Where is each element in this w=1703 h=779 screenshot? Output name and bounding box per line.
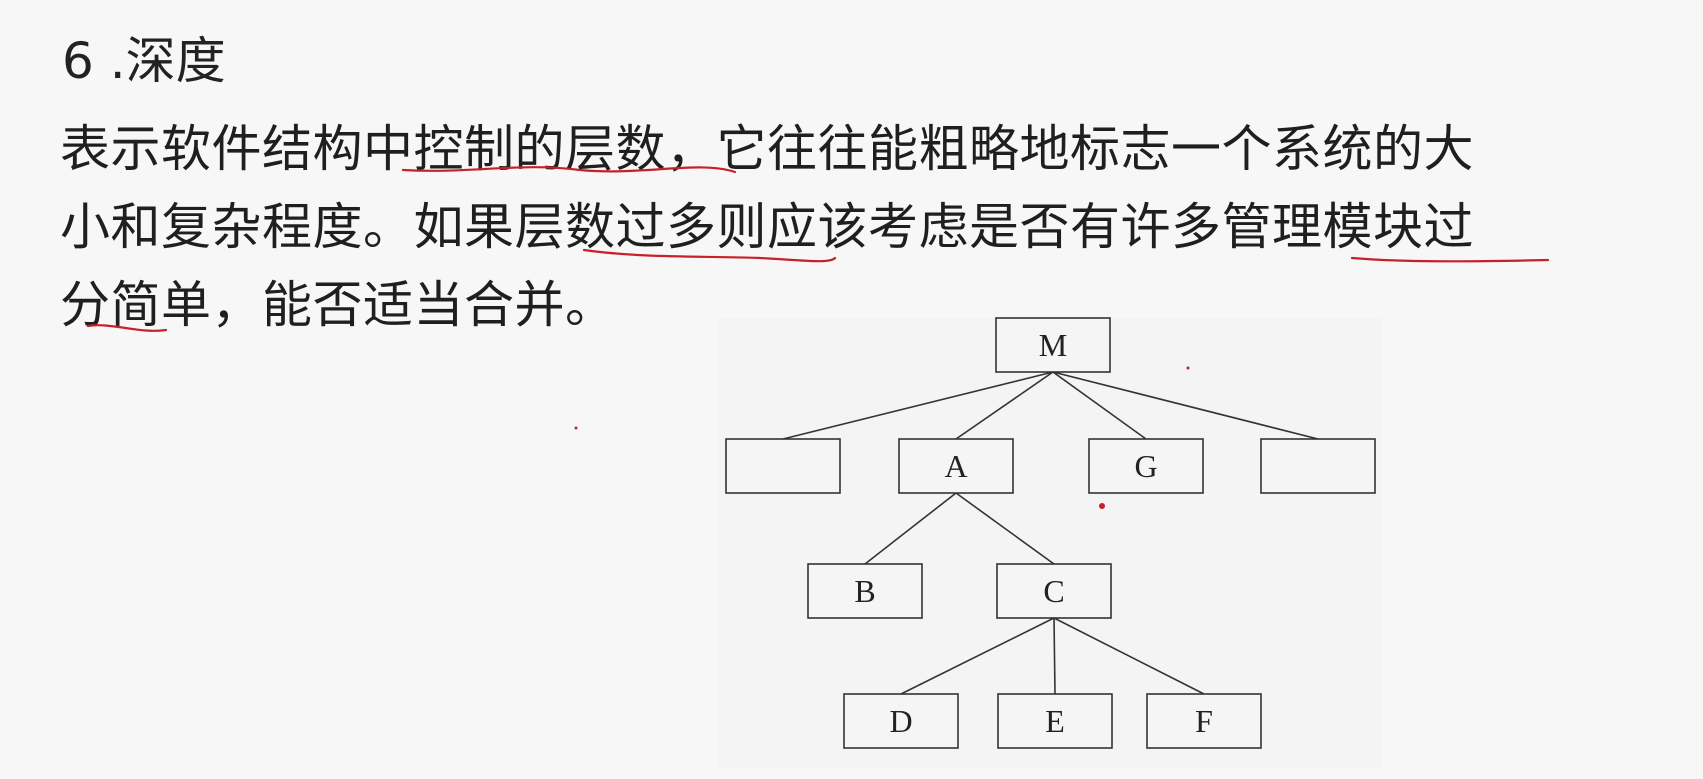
diagram-nodes: M A G B C D E F [725, 317, 1376, 749]
edge-a-c [955, 492, 1055, 565]
annotation-dot [574, 426, 578, 430]
edge-m-a [955, 371, 1054, 440]
node-label: M [1039, 327, 1067, 363]
diagram-background [718, 318, 1382, 768]
node-e: E [997, 693, 1113, 749]
node-box [725, 438, 841, 494]
edge-a-b [864, 492, 957, 565]
node-c: C [996, 563, 1112, 619]
node-box [996, 563, 1112, 619]
node-f: F [1146, 693, 1262, 749]
node-box [1260, 438, 1376, 494]
annotation-marks [86, 166, 1550, 509]
diagram-edges [782, 371, 1319, 695]
node-box [1088, 438, 1204, 494]
edge-m-g [1052, 371, 1147, 440]
node-m: M [995, 317, 1111, 373]
node-box [807, 563, 923, 619]
paragraph-line: 表示软件结构中控制的层数，它往往能粗略地标志一个系统的大 [60, 120, 1474, 178]
node-box [843, 693, 959, 749]
edge-c-d [900, 617, 1055, 695]
edge-m-l1d [1052, 371, 1319, 440]
node-label: E [1045, 703, 1065, 739]
node-label: A [944, 448, 967, 484]
node-label: B [854, 573, 875, 609]
node-box [1146, 693, 1262, 749]
node-box [995, 317, 1111, 373]
annotation-dot [1186, 366, 1190, 370]
edge-m-l1a [782, 371, 1054, 440]
node-label: F [1195, 703, 1213, 739]
annotation-dot [1099, 503, 1105, 509]
paragraph-line: 小和复杂程度。如果层数过多则应该考虑是否有许多管理模块过 [60, 198, 1474, 256]
slide-title: 6 .深度 [62, 32, 226, 90]
underline-mark [86, 324, 168, 332]
node-box [898, 438, 1014, 494]
node-box [997, 693, 1113, 749]
node-label: G [1134, 448, 1157, 484]
node-l1a [725, 438, 841, 494]
node-l1d [1260, 438, 1376, 494]
edge-c-f [1053, 617, 1205, 695]
underline-mark [1350, 256, 1550, 263]
node-b: B [807, 563, 923, 619]
node-label: D [889, 703, 912, 739]
underline-mark [582, 248, 837, 263]
edge-c-e [1053, 617, 1056, 695]
node-g: G [1088, 438, 1204, 494]
paragraph-line: 分简单，能否适当合并。 [60, 276, 616, 334]
node-d: D [843, 693, 959, 749]
underline-mark [401, 166, 737, 174]
node-label: C [1043, 573, 1064, 609]
node-a: A [898, 438, 1014, 494]
